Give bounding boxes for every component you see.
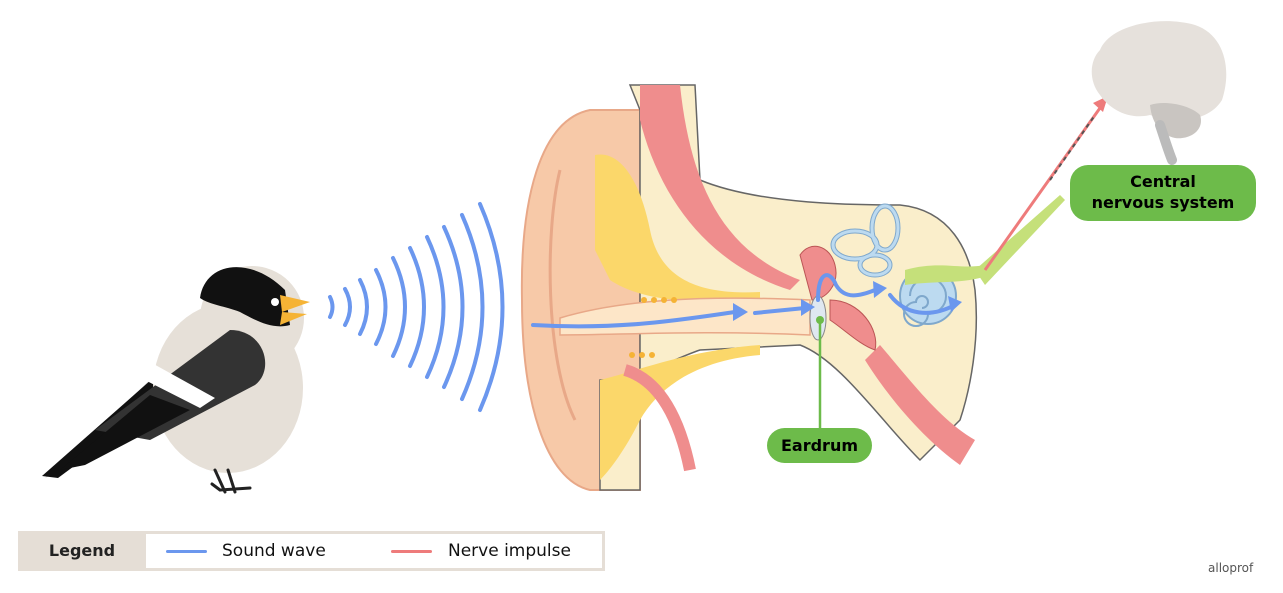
sound-path-arrow [531, 273, 957, 329]
legend: Legend Sound wave Nerve impulse [18, 531, 605, 571]
sound-arrowheads [733, 281, 962, 321]
legend-nerve-impulse-label: Nerve impulse [448, 541, 571, 561]
central-nervous-system-label: Central nervous system [1070, 165, 1256, 221]
legend-items: Sound wave Nerve impulse [146, 534, 602, 568]
cns-label-line2: nervous system [1091, 193, 1235, 212]
cns-label-line1: Central [1130, 172, 1196, 191]
brain-icon [1091, 21, 1227, 165]
bird-icon [42, 266, 310, 494]
ear-icon [520, 84, 1065, 491]
eardrum-pointer [816, 316, 824, 430]
sound-waves [328, 202, 505, 412]
brand-logo: alloprof [1208, 561, 1254, 575]
nerve-impulse-swatch [391, 550, 432, 553]
eardrum-label: Eardrum [767, 428, 872, 463]
sound-wave-swatch [166, 550, 207, 553]
legend-title: Legend [48, 541, 116, 560]
legend-sound-wave-label: Sound wave [222, 541, 326, 561]
